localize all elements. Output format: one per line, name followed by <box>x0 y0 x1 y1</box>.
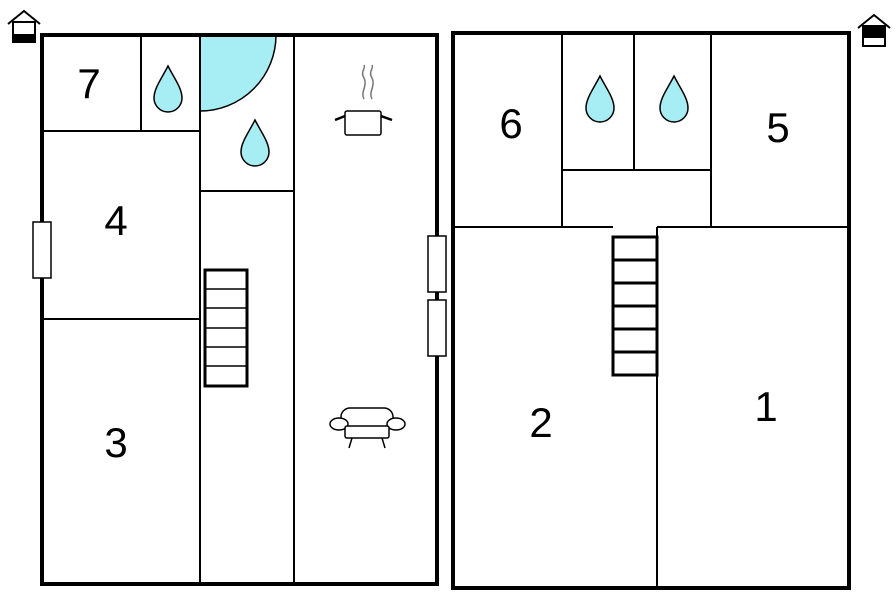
upper-floor: 6 5 2 1 <box>451 13 891 590</box>
water-drop-icon <box>153 65 183 113</box>
water-drop-icon <box>240 119 270 167</box>
room-number: 7 <box>77 60 100 107</box>
stairs-icon <box>611 235 659 377</box>
window-icon <box>427 299 447 357</box>
cooking-pot-icon <box>334 64 393 136</box>
room-number: 2 <box>529 399 552 446</box>
room-number: 5 <box>766 104 789 151</box>
room-number: 3 <box>104 419 127 466</box>
window-icon <box>427 235 447 293</box>
house-upper-floor-icon <box>857 13 891 47</box>
ground-floor-interior-walls <box>42 35 295 584</box>
sofa-icon <box>329 407 406 449</box>
water-drop-icon <box>585 75 615 123</box>
window-icon <box>32 221 52 279</box>
room-number: 4 <box>104 197 127 244</box>
shower-quarter-circle-icon <box>199 34 277 112</box>
water-drop-icon <box>659 75 689 123</box>
stairs-icon <box>203 268 249 388</box>
room-number: 6 <box>499 100 522 147</box>
room-number: 1 <box>754 383 777 430</box>
ground-floor: 7 4 3 <box>7 9 447 586</box>
house-ground-floor-icon <box>7 9 41 43</box>
upper-floor-outer-wall <box>451 31 851 590</box>
